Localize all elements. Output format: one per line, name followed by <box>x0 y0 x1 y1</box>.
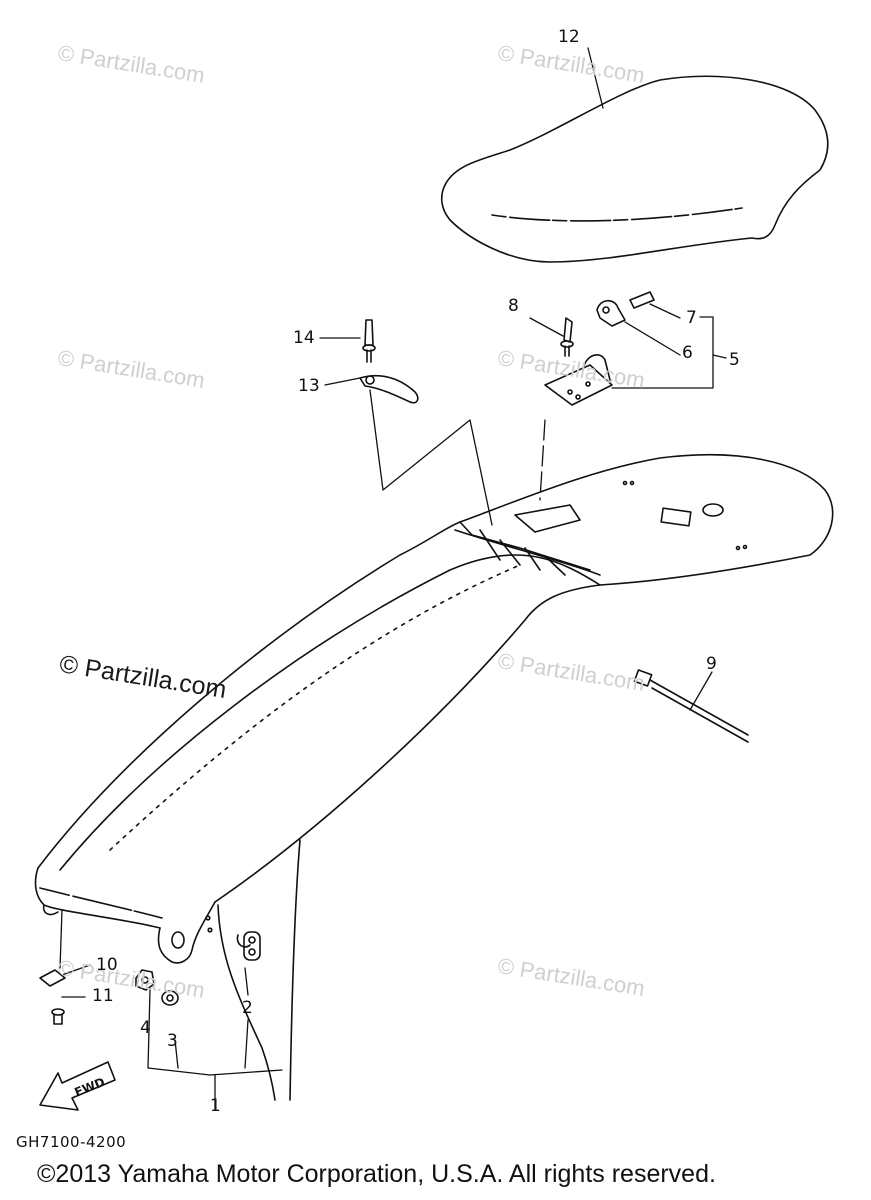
hinge-plate-part-5 <box>544 354 613 406</box>
callout-11: 11 <box>92 986 114 1006</box>
diagram-code: GH7100-4200 <box>16 1133 127 1151</box>
callout-10: 10 <box>96 955 118 975</box>
callout-2: 2 <box>242 998 253 1018</box>
copyright-notice: ©2013 Yamaha Motor Corporation, U.S.A. A… <box>37 1160 716 1188</box>
screw-part-11 <box>51 1008 65 1025</box>
rivet-part-8 <box>560 317 574 357</box>
bolt-part-2 <box>236 931 261 961</box>
callout-5: 5 <box>729 350 740 370</box>
callout-9: 9 <box>706 654 717 674</box>
callout-13: 13 <box>298 376 320 396</box>
pin-part-7 <box>629 291 655 309</box>
callout-6: 6 <box>682 343 693 363</box>
nut-part-4 <box>135 969 155 991</box>
tie-wrap-part-9 <box>633 669 749 743</box>
fwd-arrow-icon <box>39 1061 116 1111</box>
callout-1: 1 <box>210 1096 221 1116</box>
callout-12: 12 <box>558 27 580 47</box>
fwd-label: FWD <box>73 1075 107 1100</box>
clip-part-10 <box>39 969 66 987</box>
seat-part-12 <box>440 75 829 263</box>
callout-8: 8 <box>508 296 519 316</box>
latch-bracket-part-13 <box>359 374 419 404</box>
leader-lines <box>59 47 727 1111</box>
frame-part-1 <box>34 453 834 1101</box>
callout-14: 14 <box>293 328 315 348</box>
callout-3: 3 <box>167 1031 178 1051</box>
callout-7: 7 <box>686 308 697 328</box>
callout-4: 4 <box>140 1018 151 1038</box>
washer-part-3 <box>161 990 179 1006</box>
hinge-part-6 <box>596 299 626 327</box>
rivet-part-14 <box>362 319 376 363</box>
